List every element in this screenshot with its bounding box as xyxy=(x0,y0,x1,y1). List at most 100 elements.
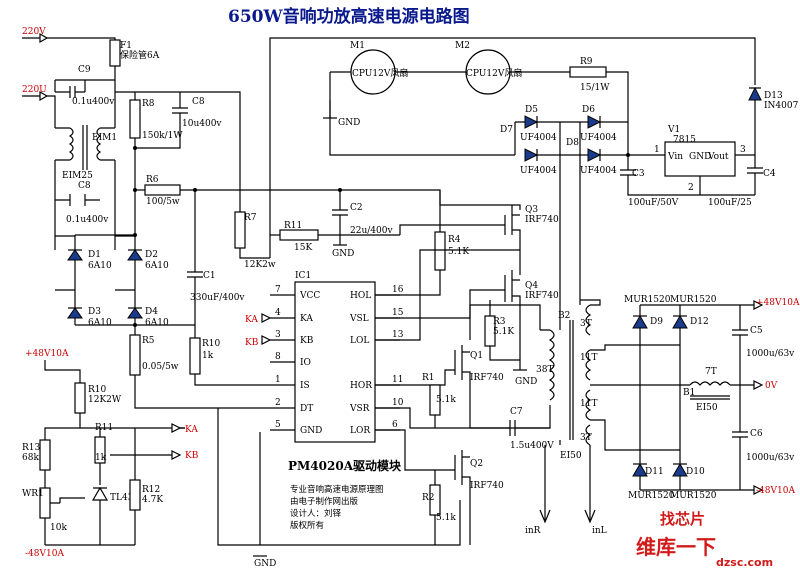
kb-output-arrow-icon xyxy=(171,450,182,460)
ic-right-pin-number: 10 xyxy=(392,398,404,408)
svg-text:D3: D3 xyxy=(88,307,101,317)
svg-text:IRF740: IRF740 xyxy=(470,481,504,491)
svg-text:R5: R5 xyxy=(142,336,155,346)
diode-d7 xyxy=(524,148,539,162)
note-4: 版权所有 xyxy=(290,520,324,531)
svg-text:R8: R8 xyxy=(142,99,155,109)
svg-text:M1: M1 xyxy=(350,41,365,51)
svg-text:5.1k: 5.1k xyxy=(436,395,456,405)
module-title: PM4020A驱动模块 xyxy=(288,458,402,473)
kb-output-label: KB xyxy=(185,451,199,461)
ic-left-pin-name: IS xyxy=(300,381,310,391)
ic-left-pin-name: IO xyxy=(300,358,311,368)
ic-left-pin-name: VCC xyxy=(299,291,320,301)
svg-text:GND: GND xyxy=(332,249,354,259)
ic-right-pin-number: 11 xyxy=(392,375,403,385)
svg-text:6A10: 6A10 xyxy=(145,261,169,271)
zero-v-label: 0V xyxy=(765,381,778,391)
svg-text:UF4004: UF4004 xyxy=(580,166,617,176)
diode-d6 xyxy=(587,115,602,129)
svg-text:22u/400v: 22u/400v xyxy=(350,226,393,236)
svg-text:15/1W: 15/1W xyxy=(580,83,610,93)
svg-text:MUR1520: MUR1520 xyxy=(628,491,675,501)
svg-text:维库一下: 维库一下 xyxy=(636,535,716,559)
svg-text:6A10: 6A10 xyxy=(88,261,112,271)
svg-text:R10: R10 xyxy=(202,339,221,349)
ic-left-pin-name: KB xyxy=(300,336,314,346)
svg-text:V1: V1 xyxy=(667,125,680,135)
diagram-title: 650W音响功放高速电源电路图 xyxy=(228,6,470,27)
ic-right-pin-name: HOR xyxy=(350,381,372,391)
svg-text:C8: C8 xyxy=(192,97,205,107)
svg-text:D9: D9 xyxy=(650,317,663,327)
diode-d10 xyxy=(672,463,688,477)
svg-text:R2: R2 xyxy=(422,493,435,503)
svg-text:UF4004: UF4004 xyxy=(520,133,557,143)
diode-d8 xyxy=(587,148,602,162)
ka-output-arrow-icon xyxy=(171,423,182,433)
svg-text:68k: 68k xyxy=(22,453,39,463)
svg-text:C2: C2 xyxy=(350,203,363,213)
svg-text:12K2W: 12K2W xyxy=(88,395,122,405)
plus48-right-arrow-icon xyxy=(753,300,764,310)
resistor-r5 xyxy=(129,334,141,376)
svg-text:UF4004: UF4004 xyxy=(520,166,557,176)
diode-d3 xyxy=(67,307,83,319)
resistor-r4 xyxy=(434,231,446,271)
ic-left-pin-number: 5 xyxy=(275,420,281,430)
ic-left-pin-name: GND xyxy=(300,426,322,436)
svg-text:D2: D2 xyxy=(145,250,158,260)
ic-left-pin-number: 3 xyxy=(275,330,281,340)
ic-left-pin-number: 7 xyxy=(275,285,281,295)
svg-text:R3: R3 xyxy=(493,317,506,327)
minus48-right-arrow-icon xyxy=(753,485,764,495)
ac-220u-arrow-icon xyxy=(39,90,49,102)
svg-text:0.05/5w: 0.05/5w xyxy=(142,362,179,372)
svg-text:R13: R13 xyxy=(22,443,41,453)
ac-input-top-label: 220V xyxy=(22,27,46,37)
svg-text:EIM25: EIM25 xyxy=(62,171,93,181)
svg-text:D6: D6 xyxy=(582,105,595,115)
svg-text:C4: C4 xyxy=(763,169,776,179)
diode-d9 xyxy=(632,315,648,329)
svg-text:D4: D4 xyxy=(145,307,158,317)
ic-right-pin-number: 6 xyxy=(392,420,398,430)
ic-left-pin-number: 8 xyxy=(275,352,281,362)
svg-text:0.1u400v: 0.1u400v xyxy=(72,97,115,107)
svg-text:10u400v: 10u400v xyxy=(182,119,222,129)
svg-text:B2: B2 xyxy=(558,311,570,321)
ka-output-label: KA xyxy=(185,425,198,435)
ka-input-label: KA xyxy=(245,315,258,325)
svg-text:GND: GND xyxy=(689,152,711,162)
svg-text:D13: D13 xyxy=(764,91,783,101)
note-2: 由电子制作网出版 xyxy=(290,496,359,507)
svg-text:Q3: Q3 xyxy=(525,205,538,215)
svg-text:R11: R11 xyxy=(284,221,302,231)
svg-text:GND: GND xyxy=(338,118,360,128)
svg-text:GND: GND xyxy=(515,377,537,387)
svg-text:C3: C3 xyxy=(632,169,645,179)
svg-text:C7: C7 xyxy=(510,407,523,417)
ic-right-pin-name: VSL xyxy=(349,314,369,324)
diode-d4 xyxy=(127,307,143,319)
svg-text:3T: 3T xyxy=(580,433,592,443)
resistor-r13 xyxy=(39,439,51,471)
ic-right-pin-name: LOL xyxy=(350,336,369,346)
ic1-pm4020a xyxy=(294,281,376,443)
svg-text:10k: 10k xyxy=(50,523,67,533)
svg-text:100/5w: 100/5w xyxy=(146,197,180,207)
svg-text:R7: R7 xyxy=(244,213,257,223)
svg-text:100uF/25: 100uF/25 xyxy=(708,198,752,208)
minus48-left-label: -48V10A xyxy=(25,549,64,559)
svg-text:MUR1520: MUR1520 xyxy=(670,491,717,501)
svg-text:1: 1 xyxy=(654,145,660,155)
svg-text:UF4004: UF4004 xyxy=(580,133,617,143)
watermark-logo: 找芯片 维库一下 dzsc.com xyxy=(636,510,773,569)
svg-text:3T: 3T xyxy=(580,319,592,329)
diode-d1 xyxy=(67,249,83,261)
svg-text:R12: R12 xyxy=(142,485,160,495)
svg-text:D12: D12 xyxy=(690,317,709,327)
diode-d13 xyxy=(748,86,762,101)
ic-left-pin-number: 4 xyxy=(275,308,281,318)
svg-text:IC1: IC1 xyxy=(295,271,311,281)
